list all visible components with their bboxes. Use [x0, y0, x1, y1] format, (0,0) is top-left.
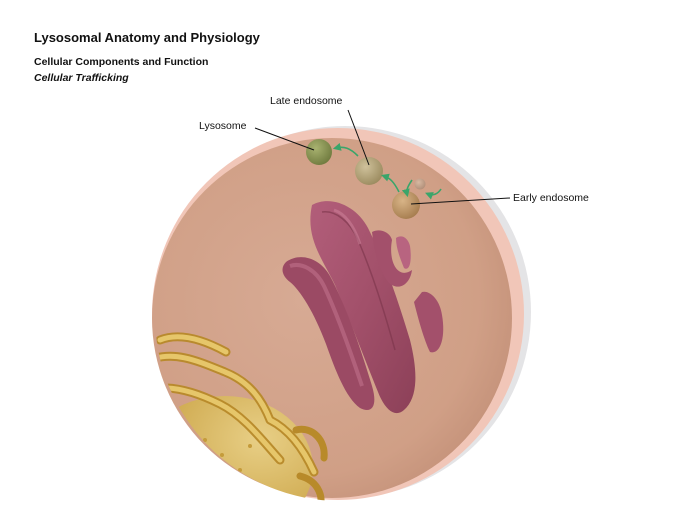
label-lysosome: Lysosome: [199, 120, 247, 132]
title-block: Lysosomal Anatomy and Physiology Cellula…: [34, 30, 260, 85]
trafficking-arrows: [332, 142, 442, 200]
early-endosome-vesicle: [392, 191, 420, 219]
lysosome-vesicle: [306, 139, 332, 165]
page-subtitle: Cellular Components and Function: [34, 56, 209, 68]
late-endosome-vesicle: [355, 157, 383, 185]
page-title: Lysosomal Anatomy and Physiology: [34, 30, 260, 45]
label-early-endosome: Early endosome: [513, 192, 589, 204]
small-vesicle: [414, 178, 426, 190]
section-title: Cellular Trafficking: [34, 72, 129, 84]
label-late-endosome: Late endosome: [270, 95, 343, 107]
leader-lines: [254, 109, 511, 205]
golgi-apparatus: [282, 201, 444, 414]
